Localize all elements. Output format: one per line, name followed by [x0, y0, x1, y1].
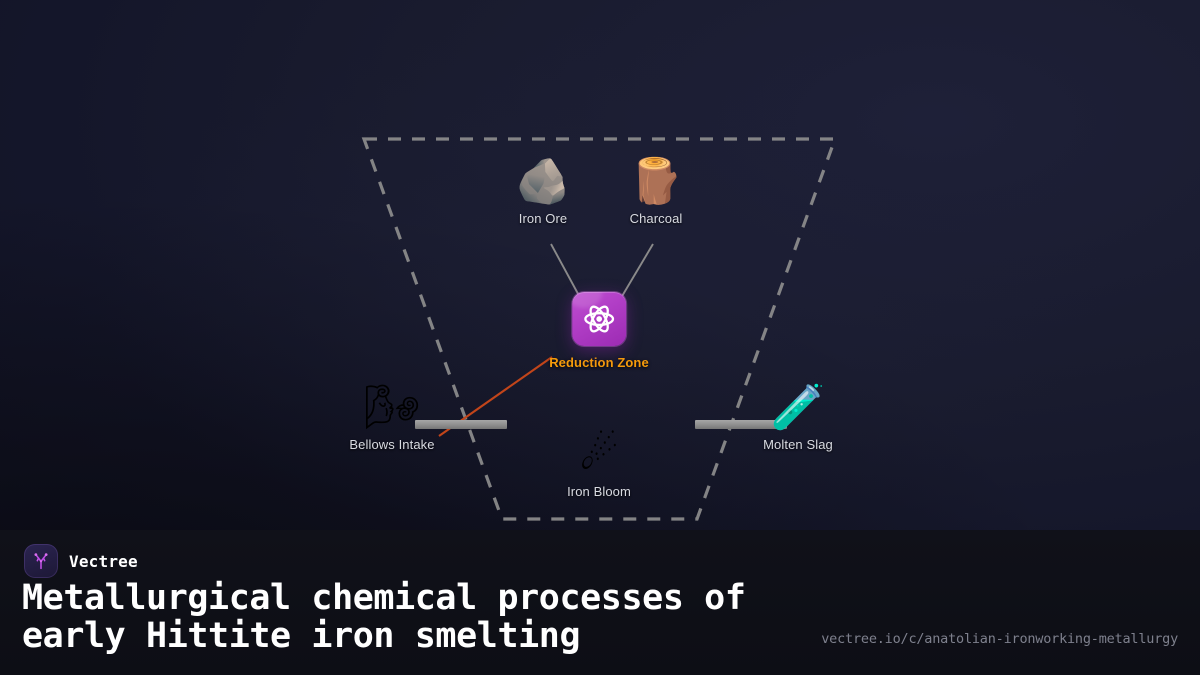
vectree-tree-glyph	[34, 553, 48, 570]
vectree-logo-icon	[24, 544, 58, 578]
node-label-charcoal: Charcoal	[629, 211, 683, 226]
node-iron-ore[interactable]: 🪨 Iron Ore	[515, 156, 571, 227]
brand-name: Vectree	[69, 551, 138, 571]
comet-icon: ☄	[579, 429, 619, 480]
bellows-bar	[415, 420, 507, 429]
furnace-boundary-shape	[361, 137, 838, 521]
page-title-line-2: early Hittite iron smelting	[22, 615, 581, 656]
slag-bar	[695, 420, 787, 429]
node-reduction-zone[interactable]: Reduction Zone	[549, 292, 649, 370]
wind-face-icon: 🌬	[364, 382, 420, 433]
edge-charcoal-to-reduction	[617, 243, 654, 304]
node-iron-bloom[interactable]: ☄ Iron Bloom	[567, 429, 631, 500]
footer: Vectree Metallurgical chemical processes…	[0, 530, 1200, 675]
node-molten-slag[interactable]: 🧪 Molten Slag	[763, 382, 833, 453]
test-tube-icon: 🧪	[770, 382, 826, 433]
brand[interactable]: Vectree	[24, 544, 138, 578]
page-title: Metallurgical chemical processes of earl…	[22, 578, 802, 656]
atom-icon	[584, 305, 614, 333]
rock-icon: 🪨	[515, 156, 571, 207]
page-title-line-1: Metallurgical chemical processes of	[22, 578, 746, 618]
node-bellows-intake[interactable]: 🌬 Bellows Intake	[349, 382, 435, 453]
wood-log-icon: 🪵	[628, 156, 684, 207]
node-label-iron-ore: Iron Ore	[518, 211, 568, 226]
reduction-zone-tile	[572, 292, 626, 346]
node-label-reduction-zone: Reduction Zone	[549, 355, 649, 370]
source-url: vectree.io/c/anatolian-ironworking-metal…	[821, 631, 1178, 647]
node-label-molten-slag: Molten Slag	[763, 437, 833, 452]
node-label-bellows-intake: Bellows Intake	[349, 437, 435, 452]
diagram-canvas[interactable]: 🪨 Iron Ore 🪵 Charcoal Reduction Zone	[0, 0, 1200, 530]
node-charcoal[interactable]: 🪵 Charcoal	[628, 156, 684, 227]
node-label-iron-bloom: Iron Bloom	[567, 484, 631, 499]
